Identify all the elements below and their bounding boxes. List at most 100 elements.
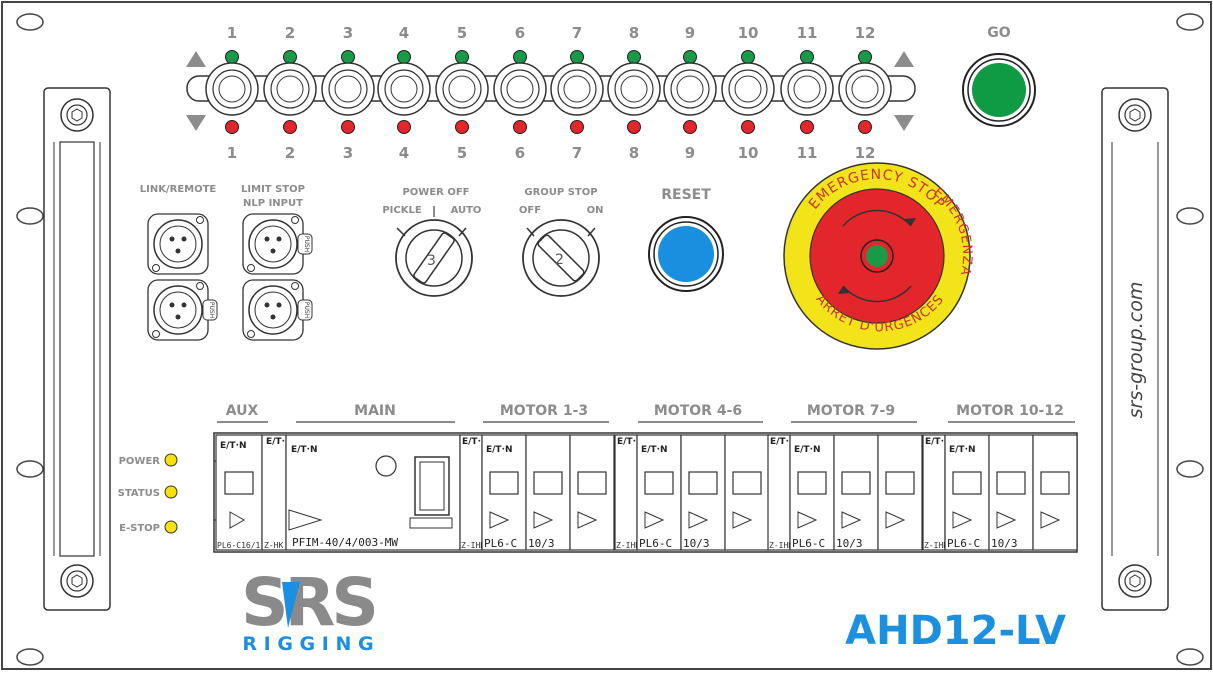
rack-slot xyxy=(1176,460,1204,478)
channel-11: 11 11 xyxy=(780,24,834,162)
up-led xyxy=(225,50,239,64)
hex-screw-icon xyxy=(1118,564,1152,598)
right-handle: srs-group.com xyxy=(1101,87,1169,611)
motor-breaker-pole[interactable] xyxy=(1032,434,1078,551)
pickle-label: PICKLE xyxy=(382,205,422,216)
down-led xyxy=(858,120,872,134)
channel-number-top: 11 xyxy=(797,24,818,42)
rack-slot xyxy=(16,13,44,31)
xlr-connector[interactable]: PUSH xyxy=(242,279,313,341)
limit-stop-label: LIMIT STOP xyxy=(241,184,305,195)
channel-button[interactable] xyxy=(263,62,317,116)
channel-button[interactable] xyxy=(377,62,431,116)
channel-button[interactable] xyxy=(607,62,661,116)
channel-number-bottom: 10 xyxy=(738,144,759,162)
srs-logo: SRS R I G G I N G xyxy=(241,564,379,655)
reset-label: RESET xyxy=(661,187,711,203)
motor-1-3-group-label: MOTOR 1-3 xyxy=(500,403,588,419)
channel-button[interactable] xyxy=(838,62,892,116)
logo-sub: R I G G I N G xyxy=(242,633,373,655)
up-led xyxy=(858,50,872,64)
logo-text: SRS xyxy=(241,564,375,641)
triangle-down-icon xyxy=(186,115,206,131)
xlr-connector[interactable]: PUSH xyxy=(147,279,218,341)
channel-number-top: 3 xyxy=(343,24,353,42)
motor-breaker-pole[interactable] xyxy=(988,434,1034,551)
main-breaker[interactable]: E/T·N PFIM-40/4/003-MW xyxy=(285,434,461,551)
motor-model-b: 10/3 xyxy=(528,537,555,550)
push-label: PUSH xyxy=(303,302,310,318)
channel-button[interactable] xyxy=(780,62,834,116)
down-led xyxy=(397,120,411,134)
motor-breaker-pole[interactable] xyxy=(877,434,923,551)
emergency-stop-button[interactable]: EMERGENCY STOP EMERGENZA ARRET D'URGENCE… xyxy=(783,162,974,350)
channel-number-top: 9 xyxy=(685,24,695,42)
channel-3: 33 xyxy=(321,24,375,162)
channel-number-bottom: 4 xyxy=(399,144,409,162)
main-group-label: MAIN xyxy=(354,403,396,419)
channel-button[interactable] xyxy=(435,62,489,116)
zihk-label: Z-IHK xyxy=(769,541,793,550)
aux-breaker[interactable]: E/T·N PL6-C16/1 xyxy=(215,434,263,551)
motor-breaker-pole[interactable] xyxy=(525,434,571,551)
motor-breaker-pole[interactable] xyxy=(680,434,726,551)
channel-number-bottom: 3 xyxy=(343,144,353,162)
channel-button[interactable] xyxy=(493,62,547,116)
motor-breaker-pole[interactable]: E/T·N xyxy=(789,434,835,551)
reset-button[interactable] xyxy=(648,216,724,292)
up-led xyxy=(683,50,697,64)
motor-breaker-pole[interactable] xyxy=(569,434,615,551)
channel-8: 88 xyxy=(607,24,661,162)
motor-breaker-pole[interactable] xyxy=(833,434,879,551)
power-off-label: POWER OFF xyxy=(402,187,469,198)
eaton-brand: E/T·N xyxy=(949,445,976,455)
group-stop-key-switch[interactable]: 2 xyxy=(522,219,600,297)
power-led-label: POWER xyxy=(119,456,161,467)
xlr-connector[interactable]: PUSH xyxy=(242,213,313,275)
go-button[interactable] xyxy=(962,53,1036,127)
down-led xyxy=(683,120,697,134)
channel-number-top: 10 xyxy=(738,24,759,42)
channel-number-bottom: 2 xyxy=(285,144,295,162)
go-label: GO xyxy=(987,25,1010,41)
up-led xyxy=(513,50,527,64)
zihk-label: Z-IHK xyxy=(461,541,485,550)
motor-breaker-pole[interactable]: E/T·N xyxy=(481,434,527,551)
up-led xyxy=(397,50,411,64)
motor-breaker-pole[interactable] xyxy=(724,434,770,551)
motor-model-a: PL6-C xyxy=(484,537,517,550)
down-led xyxy=(225,120,239,134)
channel-button[interactable] xyxy=(663,62,717,116)
motor-model-b: 10/3 xyxy=(683,537,710,550)
channel-4: 44 xyxy=(377,24,431,162)
estop-led-label: E-STOP xyxy=(119,523,160,534)
auto-label: AUTO xyxy=(451,205,482,216)
model-name: AHD12-LV xyxy=(845,608,1066,654)
power-off-key-switch[interactable]: 3 xyxy=(395,219,473,297)
xlr-connector[interactable] xyxy=(147,213,209,275)
channel-number-bottom: 6 xyxy=(515,144,525,162)
channel-number-bottom: 11 xyxy=(797,144,818,162)
channel-9: 99 xyxy=(663,24,717,162)
channel-10: 10 10 xyxy=(721,24,775,162)
motor-4-6-group-label: MOTOR 4-6 xyxy=(654,403,742,419)
status-led xyxy=(164,485,178,499)
left-handle xyxy=(43,87,111,611)
motor-breaker-pole[interactable]: E/T·N xyxy=(944,434,990,551)
channel-button[interactable] xyxy=(721,62,775,116)
down-led xyxy=(341,120,355,134)
nlp-input-label: NLP INPUT xyxy=(243,198,303,209)
channel-button[interactable] xyxy=(205,62,259,116)
down-led xyxy=(627,120,641,134)
channel-button[interactable] xyxy=(550,62,604,116)
zhk-label: Z-HK xyxy=(264,541,283,550)
hex-screw-icon xyxy=(60,98,94,132)
up-led xyxy=(455,50,469,64)
zihk-label: Z-IHK xyxy=(924,541,948,550)
channel-button[interactable] xyxy=(321,62,375,116)
motor-breaker-pole[interactable]: E/T·N xyxy=(636,434,682,551)
rack-slot xyxy=(1176,13,1204,31)
